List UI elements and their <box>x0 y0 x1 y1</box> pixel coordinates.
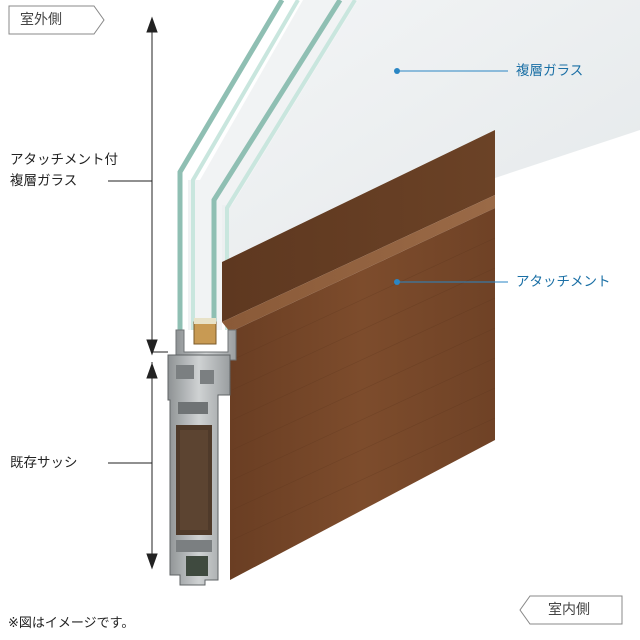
attachment-back-face <box>222 130 495 322</box>
lower-dimension-arrow-bottom <box>146 553 158 570</box>
back-glass-edge <box>211 0 343 330</box>
lower-dimension-arrow-top <box>146 362 158 379</box>
indoor-side-tag: 室内側 <box>548 602 590 618</box>
image-note: ※図はイメージです。 <box>8 616 135 631</box>
glass-seal <box>193 321 217 345</box>
wood-grain <box>231 237 496 541</box>
attachment-top-face <box>222 195 495 332</box>
back-glass-pane <box>222 0 640 265</box>
front-glass-inner-edge <box>191 0 300 330</box>
existing-sash-profile <box>167 354 231 586</box>
label-attachment: アタッチメント <box>516 274 611 290</box>
label-multilayer-glass: 複層ガラス <box>516 63 584 79</box>
front-glass-pane <box>188 0 358 330</box>
upper-dimension-arrow-bottom <box>146 339 158 356</box>
outdoor-side-tag: 室外側 <box>20 12 62 28</box>
callout-leaders <box>394 68 508 285</box>
attachment-front-face <box>230 208 495 580</box>
glass-seal-cap <box>194 318 216 324</box>
front-glass-edge <box>177 0 285 330</box>
dimension-lines <box>108 16 168 570</box>
indoor-tag-shape <box>519 595 623 625</box>
label-existing-sash: 既存サッシ <box>10 455 78 471</box>
label-attachment-glass-line2: 複層ガラス <box>10 173 78 189</box>
outdoor-tag-shape <box>8 5 105 35</box>
label-attachment-glass-line1: アタッチメント付 <box>10 152 118 168</box>
upper-dimension-arrow-top <box>146 16 158 33</box>
